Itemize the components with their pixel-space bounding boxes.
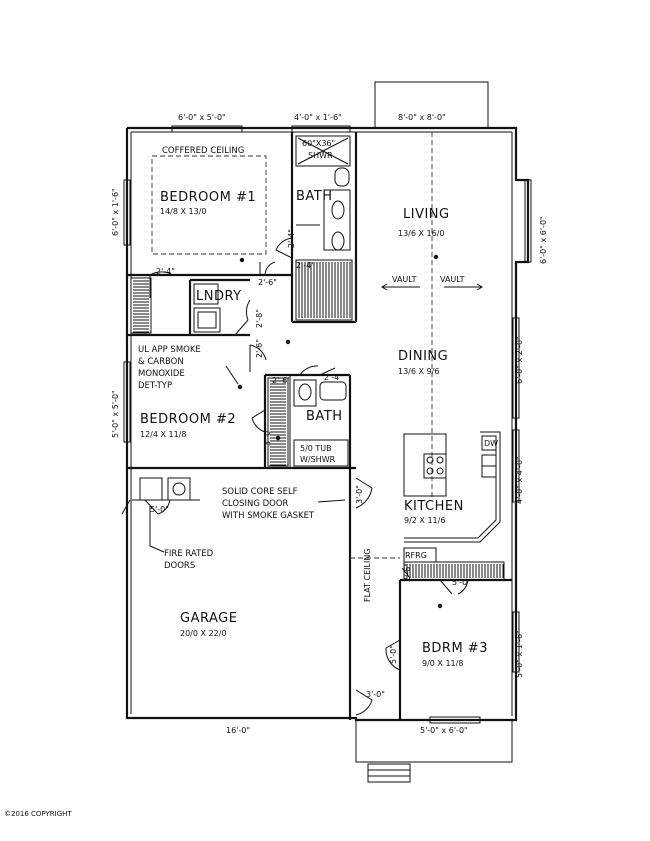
smoke-detectors <box>237 254 443 609</box>
dim-door-hall: 2'-6" <box>255 339 264 358</box>
coffered-ceiling <box>151 155 267 255</box>
smoke-leader <box>225 365 239 385</box>
dim-door-garage-closet: 5'-0" <box>150 505 169 514</box>
refrigerator-label: RFRG <box>405 551 427 560</box>
laundry-fixtures <box>193 283 221 333</box>
smoke-note-3: MONOXIDE <box>138 369 185 379</box>
bath2-fixtures <box>293 379 349 467</box>
dim-win-bath-top: 4'-0" x 1'-6" <box>294 113 342 122</box>
flat-ceiling-label: FLAT CEILING <box>363 548 372 602</box>
bedroom2-title: BEDROOM #2 <box>140 412 236 427</box>
dim-door-entry: 3'-0" <box>366 690 385 699</box>
dining-size: 13/6 X 9/6 <box>398 367 439 376</box>
windows <box>123 81 532 724</box>
fire-leader <box>149 506 165 553</box>
dim-door-bath2: 2'-4" <box>324 373 343 382</box>
dim-win-living-right: 6'-0" x 6'-0" <box>539 216 548 264</box>
interior-walls <box>127 132 512 720</box>
dim-garage-width: 16'-0" <box>226 726 250 735</box>
bedroom3-size: 9/0 X 11/8 <box>422 659 463 668</box>
bedroom2-size: 12/4 X 11/8 <box>140 430 187 439</box>
dim-win-bed1-top: 6'-0" x 5'-0" <box>178 113 226 122</box>
dim-win-bed2-left: 5'-0" x 5'-0" <box>111 390 120 438</box>
dim-closet-door-bed1: 2'-4" <box>156 267 175 276</box>
bath2-tub-note: W/SHWR <box>300 455 336 464</box>
kitchen-size: 9/2 X 11/6 <box>404 516 445 525</box>
dim-door-garage: 3'-0" <box>355 485 364 504</box>
bedroom1-title: BEDROOM #1 <box>160 190 256 205</box>
bath1-title: BATH <box>296 189 333 204</box>
kitchen-title: KITCHEN <box>404 499 464 514</box>
living-size: 13/6 X 16/0 <box>398 229 445 238</box>
vault-right-label: VAULT <box>440 275 465 284</box>
bath2-tub: 5/0 TUB <box>300 444 332 453</box>
door-note-3: WITH SMOKE GASKET <box>222 511 315 521</box>
smoke-note-1: UL APP SMOKE <box>138 345 201 355</box>
living-title: LIVING <box>403 207 450 222</box>
laundry-title: LNDRY <box>196 289 242 304</box>
fire-note-2: DOORS <box>164 561 195 571</box>
dim-door-bed1: 2'-6" <box>258 278 277 287</box>
garage-fixtures <box>132 477 200 501</box>
door-leader <box>317 499 346 503</box>
copyright: ©2016 COPYRIGHT <box>4 810 72 818</box>
vault-left-label: VAULT <box>392 275 417 284</box>
exterior-walls <box>125 126 530 722</box>
kitchen-fixtures <box>403 431 501 563</box>
dim-door-linen: 2'-6" <box>272 376 291 385</box>
dim-door-bdrm3-closet: 5'-0" <box>452 578 471 587</box>
garage-size: 20/0 X 22/0 <box>180 629 227 638</box>
bath1-shower-size: 60"X36" <box>302 139 335 148</box>
dim-win-living-top: 8'-0" x 8'-0" <box>398 113 446 122</box>
dim-door-bdrm3-hall: 2'-6" <box>403 563 412 582</box>
dim-door-bdrm3: 5'-0" <box>389 645 398 664</box>
dim-win-bdrm3-right: 5'-0" x 1'-6" <box>515 630 524 678</box>
dim-win-bdrm3-bottom: 5'-0" x 6'-0" <box>420 726 468 735</box>
dim-door-bed2: 3'-0" <box>263 427 272 446</box>
garage-title: GARAGE <box>180 611 237 626</box>
closets <box>130 259 505 581</box>
dim-door-bath1-closet: 2'-4" <box>296 261 315 270</box>
dim-win-bed1-left: 6'-0" x 1'-6" <box>111 188 120 236</box>
dim-win-kitchen-right: 4'-0" x 4'-0" <box>515 456 524 504</box>
door-swings <box>121 237 469 716</box>
dim-door-bath1: 2'-4" <box>287 229 296 248</box>
bath1-fixtures <box>295 135 351 251</box>
door-note-1: SOLID CORE SELF <box>222 487 298 497</box>
smoke-note-2: & CARBON <box>138 357 184 367</box>
bedroom1-size: 14/8 X 13/0 <box>160 207 207 216</box>
door-note-2: CLOSING DOOR <box>222 499 289 509</box>
fire-note-1: FIRE RATED <box>164 549 214 559</box>
bath1-shower-note: SHWR <box>308 151 333 160</box>
bedroom3-title: BDRM #3 <box>422 641 488 656</box>
smoke-note-4: DET-TYP <box>138 381 172 391</box>
dim-door-laundry: 2'-8" <box>255 309 264 328</box>
dim-win-dining-right: 6'-0" x 2'-0" <box>515 336 524 384</box>
dishwasher-label: DW <box>484 439 498 448</box>
porch <box>355 720 513 783</box>
coffered-ceiling-label: COFFERED CEILING <box>162 146 244 156</box>
bath2-title: BATH <box>306 409 343 424</box>
dining-title: DINING <box>398 349 448 364</box>
